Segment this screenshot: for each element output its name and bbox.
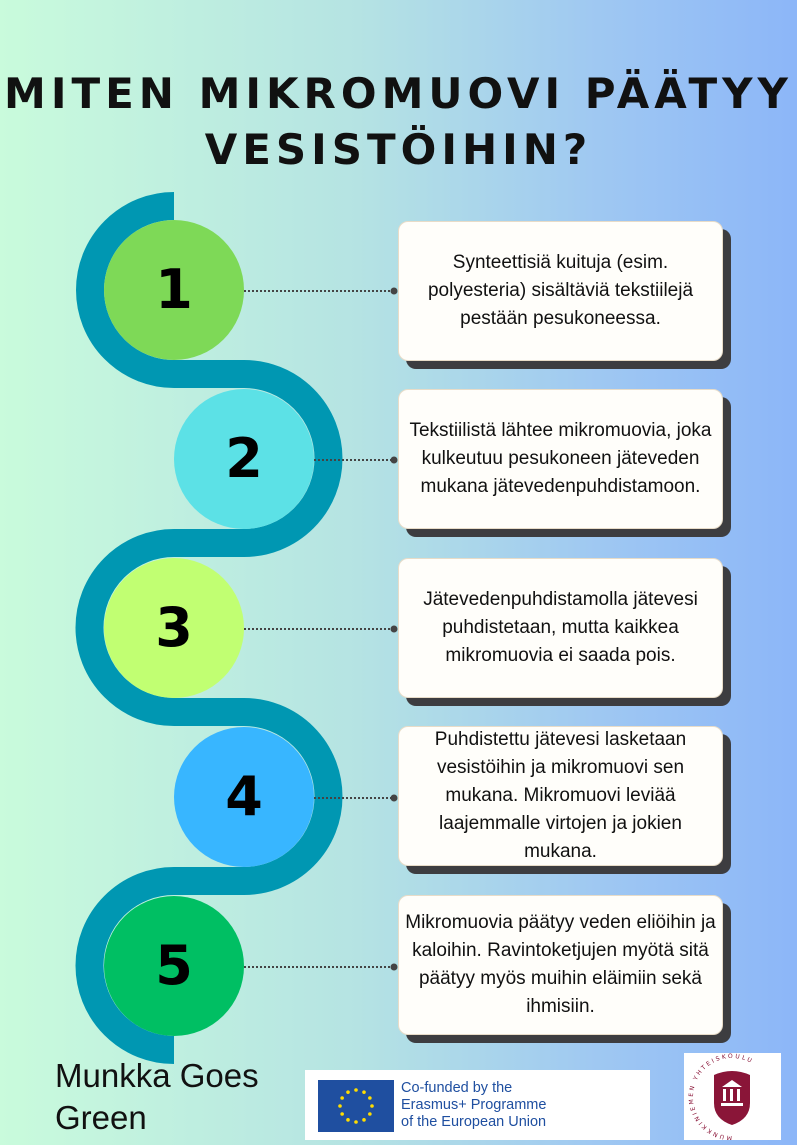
eu-star-icon bbox=[338, 1104, 342, 1108]
eu-star-icon bbox=[362, 1090, 366, 1094]
connector-dot bbox=[390, 456, 398, 464]
step-5-text-box: Mikromuovia päätyy veden eliöihin ja kal… bbox=[398, 895, 723, 1035]
connector-dot bbox=[390, 963, 398, 971]
school-logo: MUNKKINIEMEN YHTEISKOULU bbox=[684, 1053, 781, 1141]
step-1-circle bbox=[104, 220, 244, 360]
eu-star-icon bbox=[368, 1096, 372, 1100]
eu-flag-icon bbox=[318, 1080, 394, 1132]
step-4-text-box: Puhdistettu jätevesi lasketaan vesistöih… bbox=[398, 726, 723, 866]
connector-dot bbox=[390, 794, 398, 802]
eu-star-icon bbox=[346, 1090, 350, 1094]
step-text: Jätevedenpuhdistamolla jätevesi puhdiste… bbox=[423, 589, 698, 666]
eu-star-icon bbox=[354, 1120, 358, 1124]
eu-star-icon bbox=[346, 1118, 350, 1122]
eu-star-icon bbox=[340, 1112, 344, 1116]
step-4-circle bbox=[174, 727, 314, 867]
step-text: Puhdistettu jätevesi lasketaan vesistöih… bbox=[434, 729, 687, 862]
eu-star-icon bbox=[368, 1112, 372, 1116]
teal-snake-path bbox=[75, 192, 343, 1064]
connector-dot bbox=[390, 625, 398, 633]
step-number: 1 bbox=[155, 258, 193, 321]
eu-star-icon bbox=[340, 1096, 344, 1100]
step-text: Synteettisiä kuituja (esim. polyesteria)… bbox=[427, 252, 694, 329]
step-5-circle bbox=[104, 896, 244, 1036]
path-start-cap bbox=[160, 193, 174, 220]
step-number: 2 bbox=[225, 427, 263, 490]
eu-star-icon bbox=[362, 1118, 366, 1122]
step-2-text-box: Tekstiilistä lähtee mikromuovia, joka ku… bbox=[398, 389, 723, 529]
step-text: Tekstiilistä lähtee mikromuovia, joka ku… bbox=[409, 420, 712, 497]
step-2-circle bbox=[174, 389, 314, 529]
step-3-circle bbox=[104, 558, 244, 698]
eu-text-line: Co-funded by the bbox=[401, 1080, 513, 1096]
step-number: 3 bbox=[155, 596, 193, 659]
step-1-text-box: Synteettisiä kuituja (esim. polyesteria)… bbox=[398, 221, 723, 361]
step-number: 4 bbox=[225, 765, 263, 828]
eu-text-line: Erasmus+ Programme bbox=[401, 1097, 547, 1113]
step-number: 5 bbox=[155, 934, 193, 997]
step-3-text-box: Jätevedenpuhdistamolla jätevesi puhdiste… bbox=[398, 558, 723, 698]
eu-star-icon bbox=[370, 1104, 374, 1108]
eu-text-line: of the European Union bbox=[401, 1114, 547, 1130]
eu-star-icon bbox=[354, 1088, 358, 1092]
project-name: Munkka Goes Green bbox=[55, 1057, 259, 1136]
page-title: MITEN MIKROMUOVI PÄÄTYY VESISTÖIHIN? bbox=[4, 69, 793, 174]
connector-dot bbox=[390, 287, 398, 295]
eu-cofunded-logo: Co-funded by the Erasmus+ Programme of t… bbox=[305, 1070, 650, 1140]
step-text: Mikromuovia päätyy veden eliöihin ja kal… bbox=[405, 912, 716, 1017]
